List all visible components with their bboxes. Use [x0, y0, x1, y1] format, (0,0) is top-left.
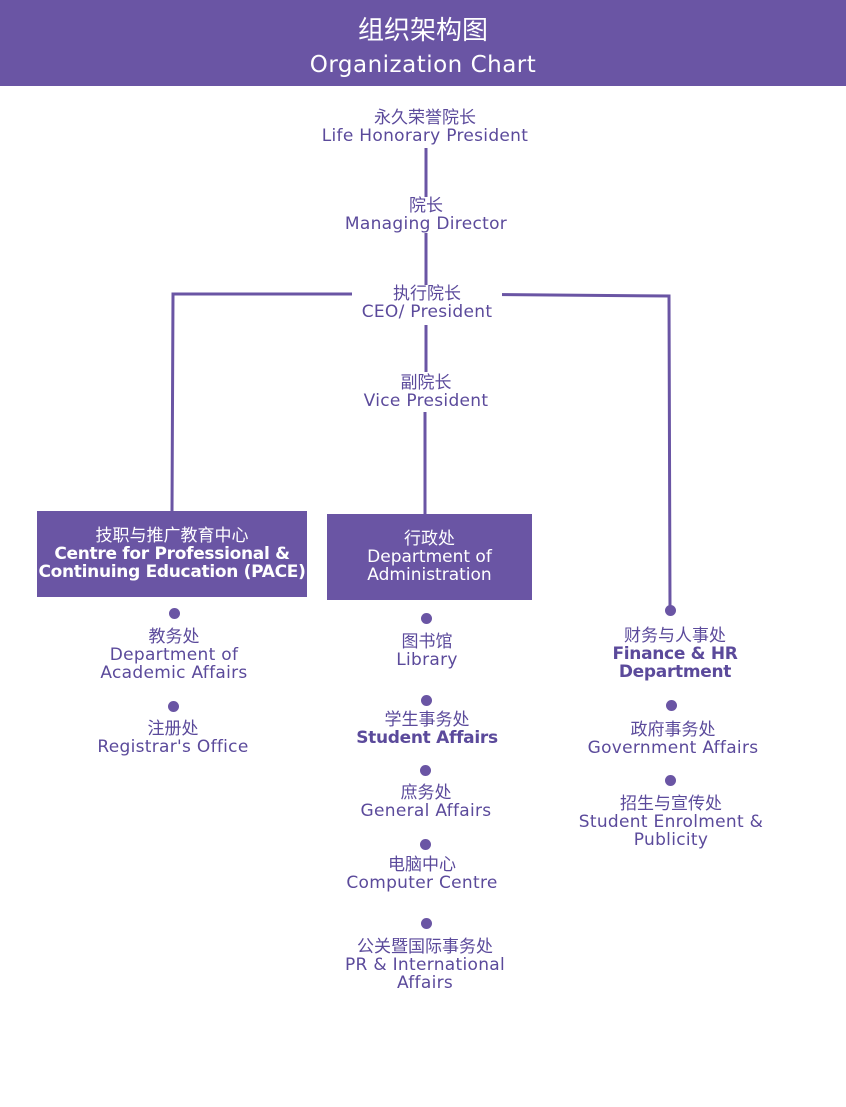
unit-en-line2: Academic Affairs	[100, 663, 248, 683]
unit-zh: 庶务处	[400, 783, 452, 803]
unit-academic-affairs: 教务处 Department of Academic Affairs	[54, 628, 294, 682]
bullet-dot	[666, 700, 677, 711]
unit-en-line1: Department of	[109, 645, 239, 665]
vice-president-zh: 副院长	[400, 373, 452, 393]
managing-director-en: Managing Director	[344, 214, 508, 234]
unit-finance-hr: 财务与人事处 Finance & HR Department	[555, 627, 795, 681]
unit-en-line1: Government Affairs	[587, 738, 759, 758]
unit-registrar: 注册处 Registrar's Office	[53, 720, 293, 756]
pace-box: 技职与推广教育中心 Centre for Professional & Cont…	[37, 511, 307, 597]
unit-en-line1: Student Enrolment &	[578, 812, 764, 832]
unit-en-line1: General Affairs	[360, 801, 492, 821]
node-managing-director: 院长 Managing Director	[333, 197, 519, 233]
unit-zh: 政府事务处	[630, 720, 716, 740]
unit-zh: 电脑中心	[388, 855, 456, 875]
unit-computer-centre: 电脑中心 Computer Centre	[302, 856, 542, 892]
bullet-dot	[169, 608, 180, 619]
admin-zh: 行政处	[404, 529, 455, 549]
unit-pr-international: 公关暨国际事务处 PR & International Affairs	[305, 938, 545, 992]
line-to-pace	[170, 292, 426, 513]
ceo-en: CEO/ President	[361, 302, 493, 322]
life-president-en: Life Honorary President	[321, 126, 529, 146]
ceo-zh: 执行院长	[393, 284, 461, 304]
unit-en-line1: Student Affairs	[356, 728, 498, 748]
unit-en-line1: PR & International	[344, 955, 506, 975]
bullet-dot	[420, 839, 431, 850]
unit-government-affairs: 政府事务处 Government Affairs	[553, 721, 793, 757]
chart-title-zh: 组织架构图	[357, 16, 488, 46]
unit-en-line2: Affairs	[396, 973, 454, 993]
unit-zh: 招生与宣传处	[620, 794, 722, 814]
admin-en-line1: Department of	[367, 547, 492, 567]
bullet-dot	[421, 695, 432, 706]
unit-zh: 学生事务处	[384, 710, 470, 730]
bullet-dot	[665, 605, 676, 616]
unit-general-affairs: 庶务处 General Affairs	[306, 784, 546, 820]
bullet-dot	[665, 775, 676, 786]
node-life-president: 永久荣誉院长 Life Honorary President	[300, 109, 550, 145]
unit-student-affairs: 学生事务处 Student Affairs	[307, 711, 547, 747]
life-president-zh: 永久荣誉院长	[374, 108, 476, 128]
unit-zh: 公关暨国际事务处	[357, 937, 493, 957]
unit-en-line1: Finance & HR	[612, 644, 738, 664]
admin-en-line2: Administration	[367, 565, 492, 585]
line-to-finance	[425, 292, 672, 609]
unit-library: 图书馆 Library	[307, 633, 547, 669]
bullet-dot	[421, 613, 432, 624]
bullet-dot	[421, 918, 432, 929]
unit-zh: 教务处	[148, 627, 200, 647]
unit-en-line2: Publicity	[633, 830, 709, 850]
unit-en-line1: Registrar's Office	[97, 737, 249, 757]
chart-header: 组织架构图 Organization Chart	[0, 0, 846, 86]
pace-en-line1: Centre for Professional &	[54, 544, 290, 564]
bullet-dot	[168, 701, 179, 712]
admin-box: 行政处 Department of Administration	[327, 514, 532, 600]
pace-en-line2: Continuing Education (PACE)	[38, 562, 306, 582]
node-vice-president: 副院长 Vice President	[353, 374, 499, 410]
vice-president-en: Vice President	[363, 391, 489, 411]
unit-en-line1: Computer Centre	[346, 873, 498, 893]
unit-en-line1: Library	[396, 650, 458, 670]
unit-zh: 图书馆	[401, 632, 453, 652]
chart-title-en: Organization Chart	[309, 52, 537, 78]
node-ceo: 执行院长 CEO/ President	[352, 285, 502, 321]
unit-zh: 财务与人事处	[624, 626, 726, 646]
bullet-dot	[420, 765, 431, 776]
unit-zh: 注册处	[147, 719, 199, 739]
unit-en-line2: Department	[618, 662, 732, 682]
pace-zh: 技职与推广教育中心	[95, 526, 249, 546]
managing-director-zh: 院长	[409, 196, 443, 216]
unit-enrolment-publicity: 招生与宣传处 Student Enrolment & Publicity	[551, 795, 791, 849]
